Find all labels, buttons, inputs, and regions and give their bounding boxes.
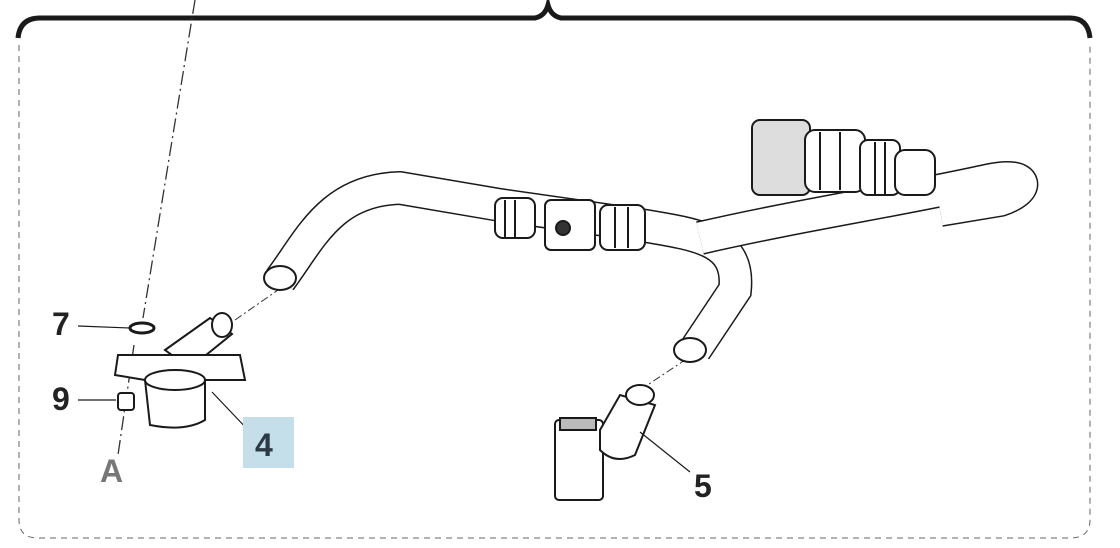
hose-end-right bbox=[673, 337, 707, 363]
centerline bbox=[234, 289, 686, 391]
hose bbox=[266, 161, 1039, 360]
part-5-elbow-fitting bbox=[554, 384, 657, 501]
callout-a: A bbox=[100, 453, 124, 489]
part-4-elbow-fitting bbox=[113, 312, 247, 429]
callout-9: 9 bbox=[52, 381, 70, 417]
center-coupling bbox=[494, 197, 646, 251]
cap-fitting bbox=[751, 119, 936, 196]
callout-7: 7 bbox=[52, 306, 70, 342]
callout-5: 5 bbox=[694, 468, 712, 504]
callout-4-highlight: 4 bbox=[243, 417, 294, 468]
part-7-o-ring bbox=[128, 321, 156, 335]
group-brace bbox=[15, 0, 1093, 39]
callout-4: 4 bbox=[255, 427, 273, 463]
hose-end-left bbox=[263, 265, 297, 291]
part-9-plug bbox=[117, 392, 135, 411]
leader-lines bbox=[77, 325, 691, 473]
